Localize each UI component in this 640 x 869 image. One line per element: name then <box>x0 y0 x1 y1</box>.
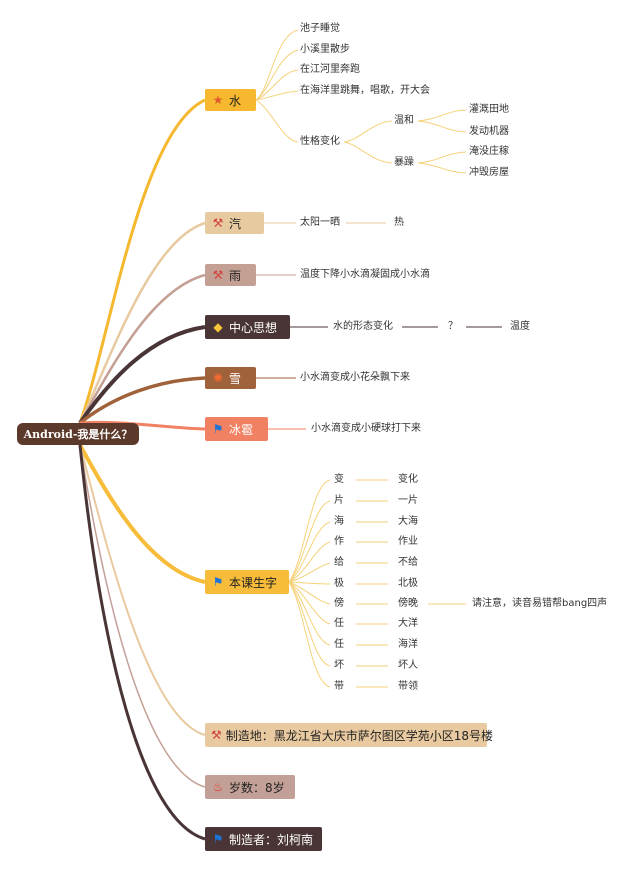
vocab-char: 海 <box>334 516 344 527</box>
tools-icon: ⚒ <box>211 728 222 742</box>
link-place <box>79 444 206 736</box>
vocab-char: 傍 <box>334 598 344 609</box>
vocab-char: 给 <box>334 557 344 568</box>
link-vocab <box>78 444 206 584</box>
vocab-char: 任 <box>334 618 344 629</box>
vocab-note: 请注意，读音易错帮bang四声 <box>472 598 608 609</box>
rain-detail: 温度下降小水滴凝固成小水滴 <box>300 269 430 280</box>
personality-node: 性格变化 <box>300 136 340 147</box>
vapor-result: 热 <box>394 217 404 228</box>
fierce-item: 冲毁房屋 <box>469 167 509 178</box>
branch-place-label: 制造地：黑龙江省大庆市萨尔图区学苑小区18号楼 <box>225 728 494 743</box>
branch-snow-label: 雪 <box>229 371 242 386</box>
vocab-word: 大海 <box>398 516 418 527</box>
vocab-word: 变化 <box>398 474 418 485</box>
branch-maker[interactable]: ⚑ 制造者：刘柯南 <box>205 827 322 851</box>
center-step: ？ <box>448 321 458 332</box>
vapor-detail: 太阳一晒 <box>300 217 340 228</box>
gem-icon: ◆ <box>213 320 223 334</box>
snowflake-icon: ✺ <box>212 371 224 385</box>
mild-item: 灌溉田地 <box>469 104 509 115</box>
water-item: 池子睡觉 <box>300 23 340 34</box>
link-age <box>79 444 206 788</box>
vocab-word: 坏人 <box>398 660 418 671</box>
link-vapor <box>78 221 206 424</box>
flag-icon: ⚑ <box>212 422 224 436</box>
branch-center-label: 中心思想 <box>229 320 278 335</box>
flag-icon: ⚑ <box>212 832 224 846</box>
branch-snow[interactable]: ✺ 雪 <box>205 367 256 389</box>
branch-maker-label: 制造者：刘柯南 <box>229 832 314 847</box>
root-node[interactable]: Android-我是什么？ <box>17 423 139 445</box>
link-center <box>78 325 206 425</box>
center-step: 温度 <box>510 321 530 332</box>
mild-node: 温和 <box>394 115 414 126</box>
vocab-char: 带 <box>334 681 344 692</box>
vocab-word: 作业 <box>398 536 418 547</box>
mild-item: 发动机器 <box>469 126 509 137</box>
link-snow <box>78 376 206 425</box>
vocab-word: 海洋 <box>398 639 418 650</box>
vocab-word: 一片 <box>398 495 418 506</box>
branch-place[interactable]: ⚒ 制造地：黑龙江省大庆市萨尔图区学苑小区18号楼 <box>205 723 493 747</box>
flag-icon: ⚑ <box>212 575 224 589</box>
branch-rain-label: 雨 <box>229 268 242 283</box>
vocab-char: 坏 <box>334 660 344 671</box>
branch-age-label: 岁数：8岁 <box>229 780 285 795</box>
vocab-word: 傍晚 <box>398 598 418 609</box>
tools-icon: ⚒ <box>212 216 224 230</box>
link-water <box>78 98 206 424</box>
vocab-char: 作 <box>334 536 344 547</box>
snow-detail: 小水滴变成小花朵飘下来 <box>300 372 410 383</box>
branch-vapor[interactable]: ⚒ 汽 <box>205 212 264 234</box>
branch-vapor-label: 汽 <box>229 216 242 231</box>
water-item: 在海洋里跳舞，唱歌，开大会 <box>300 85 430 96</box>
vocab-char: 极 <box>334 578 344 589</box>
vocab-char: 任 <box>334 639 344 650</box>
vocab-word: 带领 <box>398 681 418 692</box>
branch-water-label: 水 <box>229 93 242 108</box>
fierce-item: 淹没庄稼 <box>469 146 509 157</box>
hail-detail: 小水滴变成小硬球打下来 <box>311 423 421 434</box>
link-maker <box>78 444 206 841</box>
branch-vocab-label: 本课生字 <box>229 575 278 590</box>
fire-icon: ♨ <box>212 780 224 794</box>
center-step: 水的形态变化 <box>333 321 393 332</box>
branch-center[interactable]: ◆ 中心思想 <box>205 315 290 339</box>
branch-age[interactable]: ♨ 岁数：8岁 <box>205 775 295 799</box>
branch-vocab[interactable]: ⚑ 本课生字 <box>205 570 289 594</box>
fierce-node: 暴躁 <box>394 157 414 168</box>
vocab-word: 大洋 <box>398 618 418 629</box>
branch-hail-label: 冰雹 <box>229 422 254 437</box>
tools-icon: ⚒ <box>212 268 224 282</box>
branch-rain[interactable]: ⚒ 雨 <box>205 264 256 286</box>
branch-water[interactable]: ★ 水 <box>205 89 256 111</box>
water-item: 小溪里散步 <box>300 44 350 55</box>
branch-hail[interactable]: ⚑ 冰雹 <box>205 417 268 441</box>
water-item: 在江河里奔跑 <box>300 64 360 75</box>
link-rain <box>78 273 206 424</box>
star-icon: ★ <box>212 93 224 107</box>
vocab-char: 片 <box>334 495 344 506</box>
vocab-word: 北极 <box>398 578 418 589</box>
vocab-word: 不给 <box>398 557 418 568</box>
vocab-char: 变 <box>334 474 344 485</box>
link-hail <box>79 420 206 431</box>
